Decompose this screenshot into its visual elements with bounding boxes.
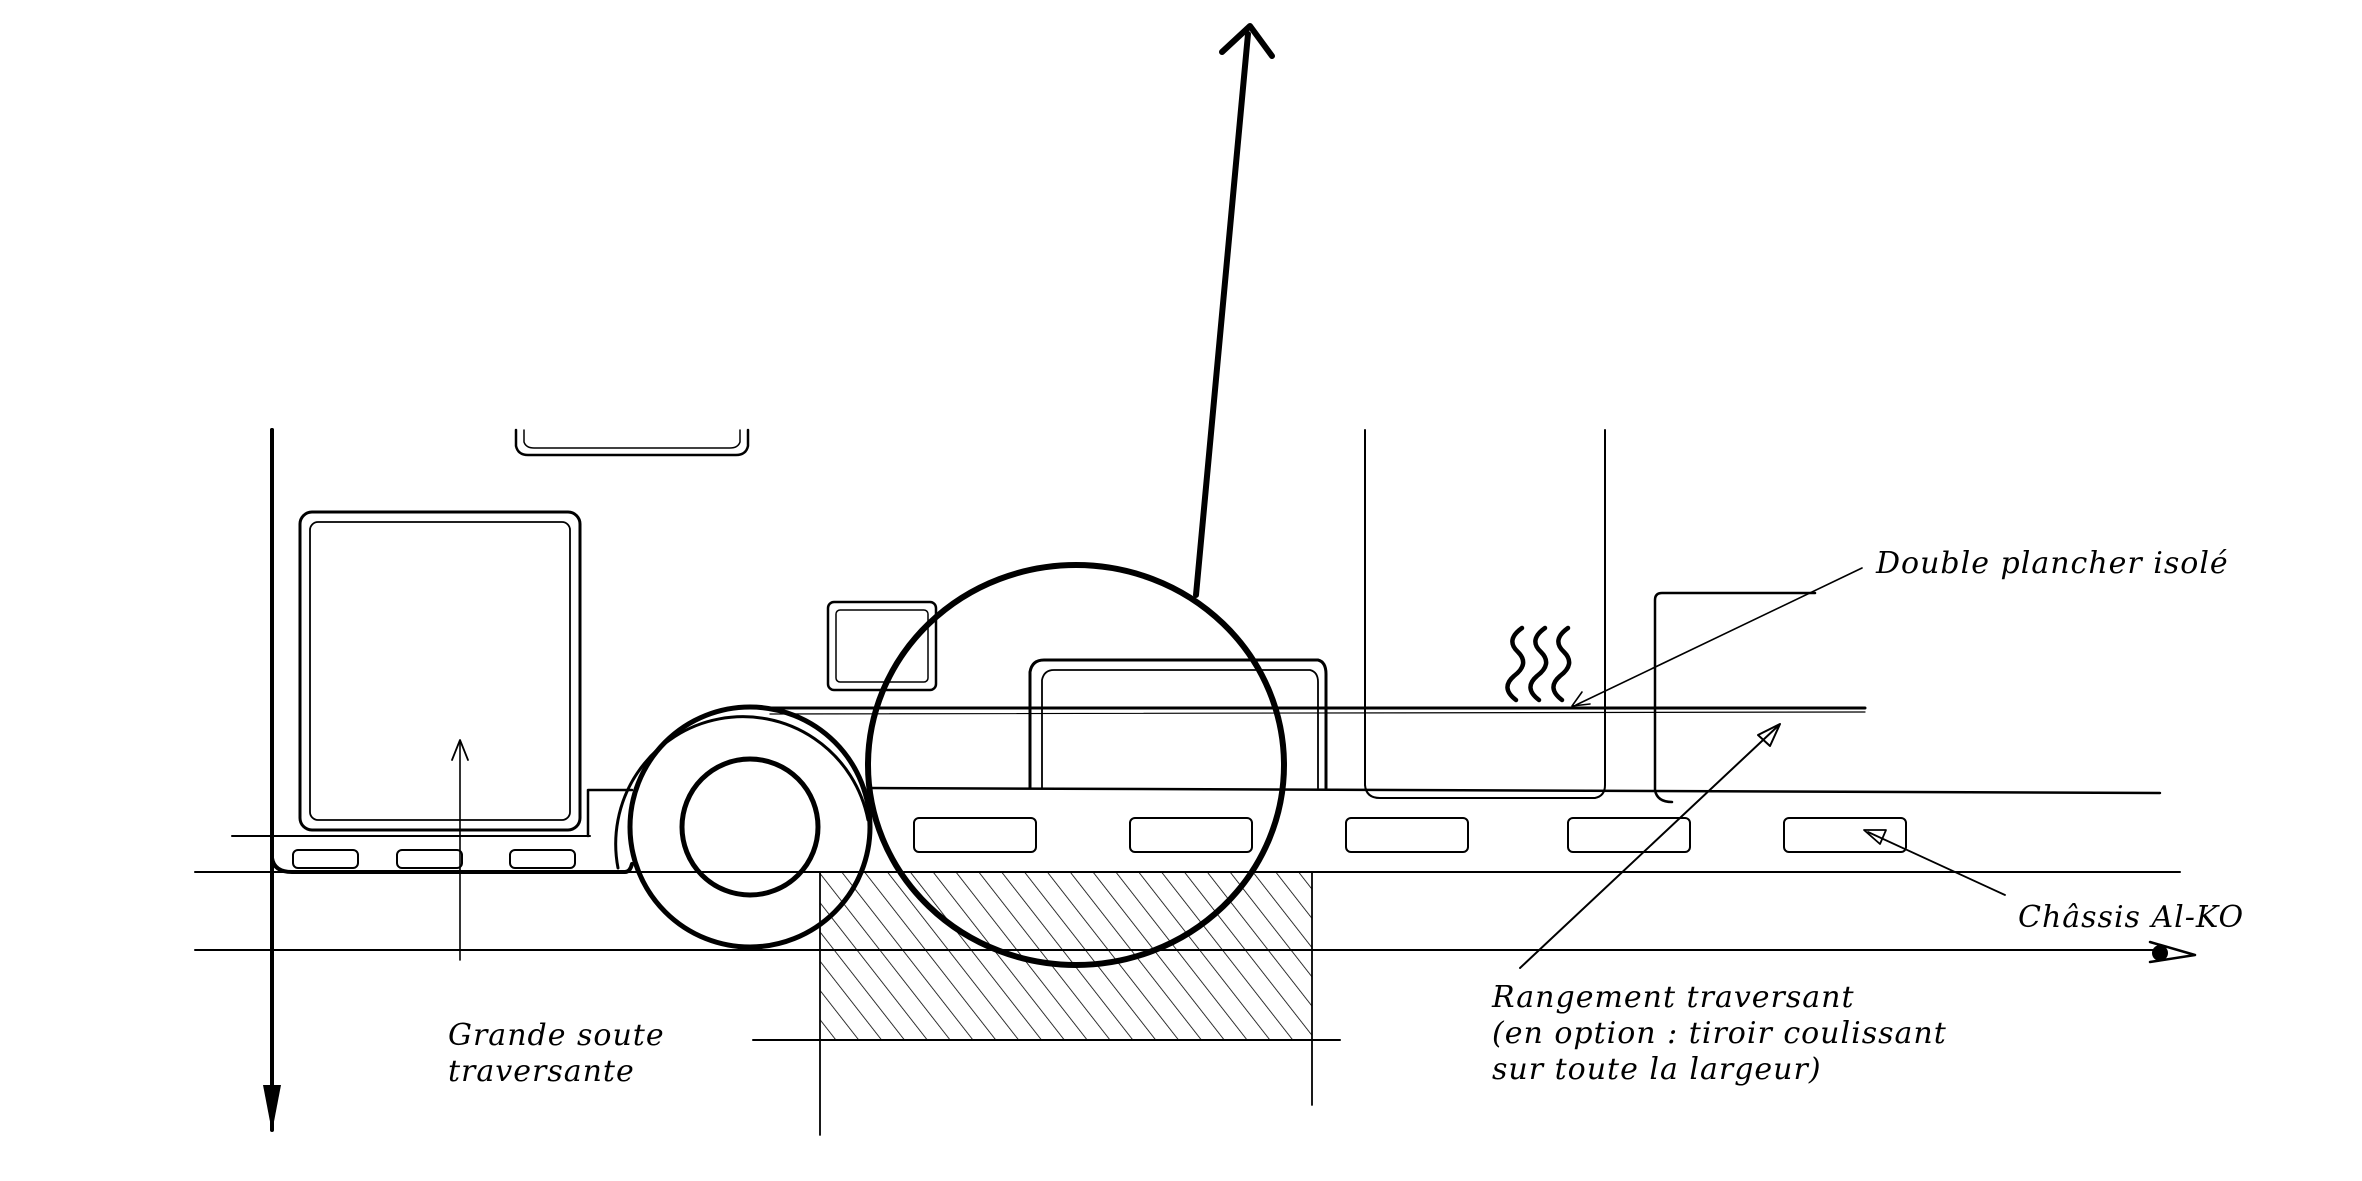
wheel-icon <box>614 704 873 950</box>
label-storage: Rangement traversant (en option : tiroir… <box>1492 980 1947 1088</box>
body-outline-left <box>270 428 634 874</box>
detail-circle <box>865 23 1287 968</box>
label-soute: Grande soute traversante <box>448 1018 665 1090</box>
label-double-floor: Double plancher isolé <box>1876 546 2229 581</box>
right-arrow-icon <box>2148 940 2197 964</box>
leader-storage <box>1519 725 1779 969</box>
label-soute-line2: traversante <box>448 1054 635 1089</box>
chassis-vents <box>913 817 1907 853</box>
down-arrow-icon <box>263 1085 281 1132</box>
label-chassis: Châssis Al-KO <box>2018 900 2245 935</box>
left-vents <box>292 849 576 869</box>
leader-chassis <box>1867 831 2006 896</box>
up-arrow-icon <box>451 739 469 761</box>
label-storage-line3: sur toute la largeur) <box>1492 1052 1822 1087</box>
label-storage-line2: (en option : tiroir coulissant <box>1492 1016 1947 1051</box>
heat-waves-icon <box>1505 625 1572 703</box>
label-storage-line1: Rangement traversant <box>1492 980 1855 1015</box>
large-door <box>298 510 582 832</box>
upper-window <box>514 428 750 457</box>
middle-hatch <box>1028 658 1328 790</box>
label-soute-line1: Grande soute <box>448 1018 665 1053</box>
hatched-zone <box>752 871 1341 1136</box>
small-window <box>826 600 938 692</box>
up-arrow-icon <box>1219 23 1275 59</box>
leader-double-floor <box>1575 567 1863 706</box>
right-door <box>1653 591 1817 804</box>
